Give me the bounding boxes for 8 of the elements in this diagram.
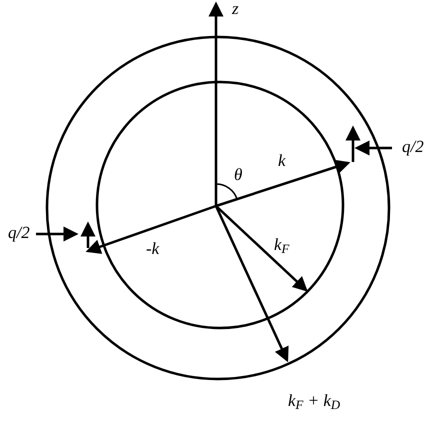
math-label: θ — [234, 164, 242, 186]
math-label: -k — [146, 238, 160, 260]
math-label: k — [278, 150, 286, 172]
math-label: q/2 — [402, 136, 424, 158]
math-label: k$_{F}$ + k$_{D}$ — [288, 390, 340, 412]
math-label: z — [232, 0, 239, 20]
math-label: q/2 — [8, 222, 30, 244]
math-label: k$_{F}$ — [274, 234, 290, 256]
